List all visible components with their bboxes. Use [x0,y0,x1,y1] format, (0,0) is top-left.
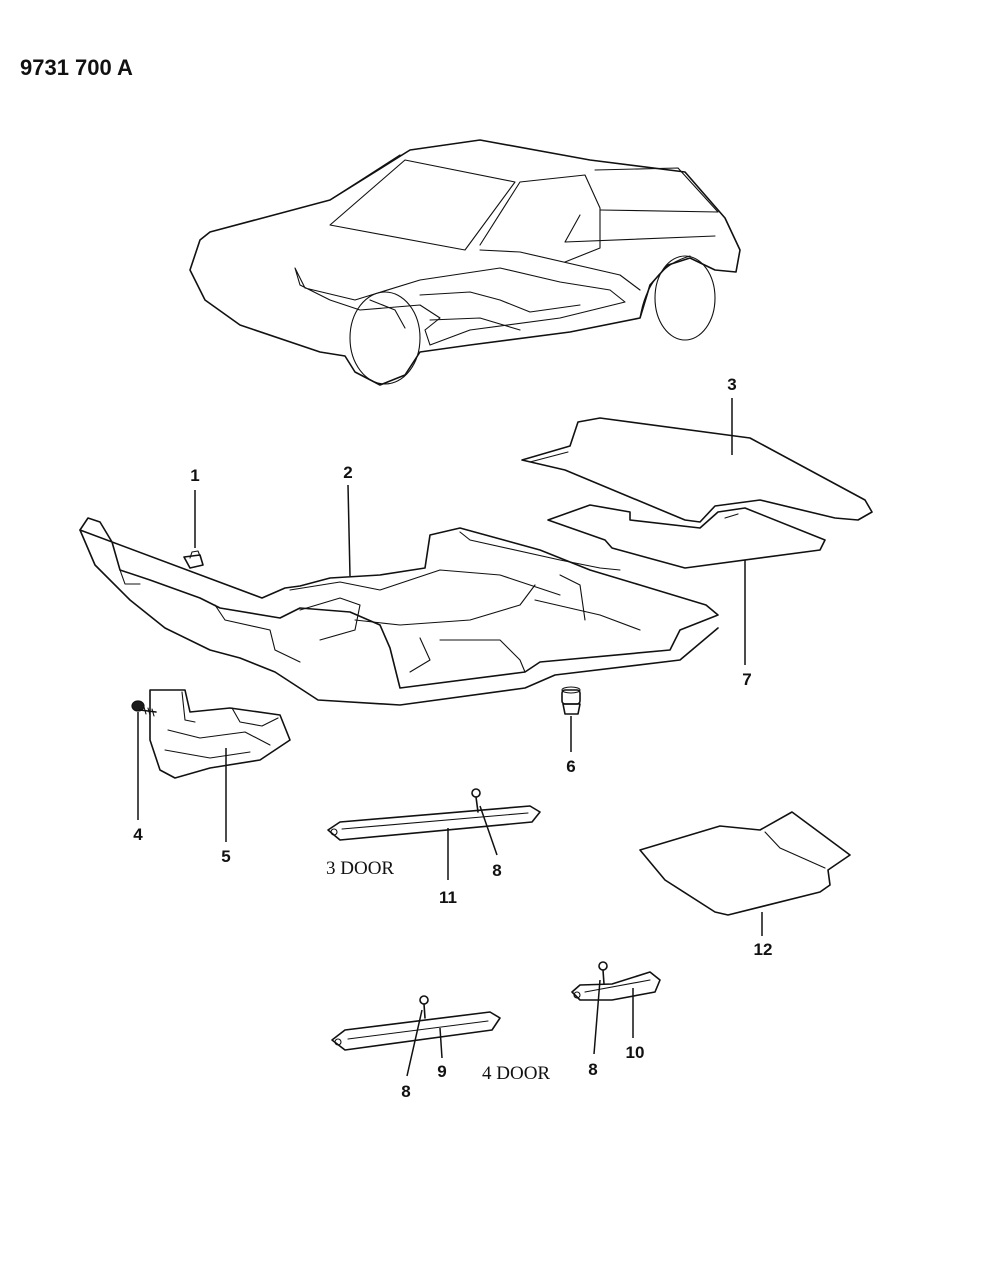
part-2-floor-carpet [79,517,719,706]
part-6-grommet [561,686,581,715]
part-3-luggage-mat [521,417,873,523]
callout-2: 2 [343,463,352,482]
callout-8-front: 8 [401,1082,410,1101]
part-8-screw-front [419,995,429,1019]
callout-7: 7 [742,670,751,689]
callout-8-3-door: 8 [492,861,501,880]
callout-8-rear: 8 [588,1060,597,1079]
callout-10: 10 [626,1043,645,1062]
part-12-floor-mat [639,811,851,916]
part-1-clip [183,550,204,569]
callout-11: 11 [439,888,457,907]
part-8-screw-3-door [471,788,481,813]
leader-lines [137,398,763,1077]
part-9-scuff-plate-front [331,1011,501,1051]
part-5-bracket [149,689,291,779]
callout-5: 5 [221,847,230,866]
callout-1: 1 [190,466,199,485]
vehicle-overview [189,139,741,386]
part-4-screw [131,700,157,717]
callout-9: 9 [437,1062,446,1081]
callout-labels: 1 2 3 7 4 5 6 8 11 12 8 9 8 10 [133,375,772,1101]
document-id: 9731 700 A [20,55,133,80]
part-8-screw-rear [598,961,608,985]
label-3-door: 3 DOOR [326,858,394,879]
callout-12: 12 [754,940,773,959]
callout-6: 6 [566,757,575,776]
part-11-scuff-plate-3-door [327,805,541,841]
label-4-door: 4 DOOR [482,1063,550,1084]
callout-3: 3 [727,375,736,394]
part-7-seat-mat [547,504,826,569]
part-10-scuff-plate-rear [571,971,661,1001]
callout-4: 4 [133,825,143,844]
